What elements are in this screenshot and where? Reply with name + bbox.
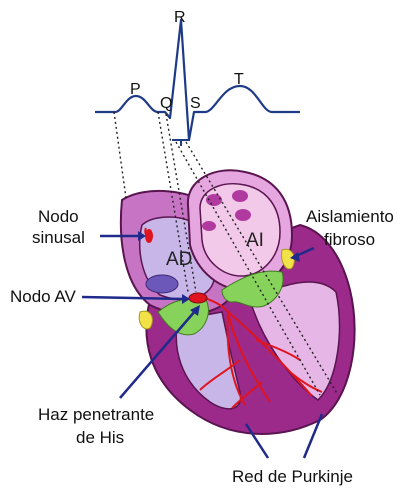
pulmonary-vein-2 <box>232 190 248 202</box>
purkinje-label: Red de Purkinje <box>232 467 353 486</box>
pulmonary-vein-4 <box>202 221 216 231</box>
av-node <box>189 293 207 303</box>
ecg-s-label: S <box>190 95 201 112</box>
sinus-node-label-line2: sinusal <box>32 228 85 247</box>
fibrous-insulation-label-line2: fibroso <box>324 230 375 249</box>
ecg-q-label: Q <box>160 95 172 112</box>
left-atrium-label: AI <box>246 230 264 251</box>
av-node-label: Nodo AV <box>10 287 77 306</box>
ecg-t-label: T <box>234 71 244 88</box>
right-atrium-label: AD <box>166 249 192 270</box>
venous-opening <box>146 275 178 293</box>
fibrous-insulation-label-line1: Aislamiento <box>306 207 394 226</box>
ecg-trace <box>95 20 300 146</box>
pulmonary-vein-3 <box>235 209 251 221</box>
his-bundle-label-line1: Haz penetrante <box>38 405 154 424</box>
sinus-node-label-line1: Nodo <box>38 207 79 226</box>
his-bundle-label-line2: de His <box>76 428 124 447</box>
ecg-r-label: R <box>174 9 186 26</box>
fibrous-ring-left <box>139 311 152 329</box>
ecg-p-label: P <box>130 81 141 98</box>
sinus-node <box>145 229 153 243</box>
